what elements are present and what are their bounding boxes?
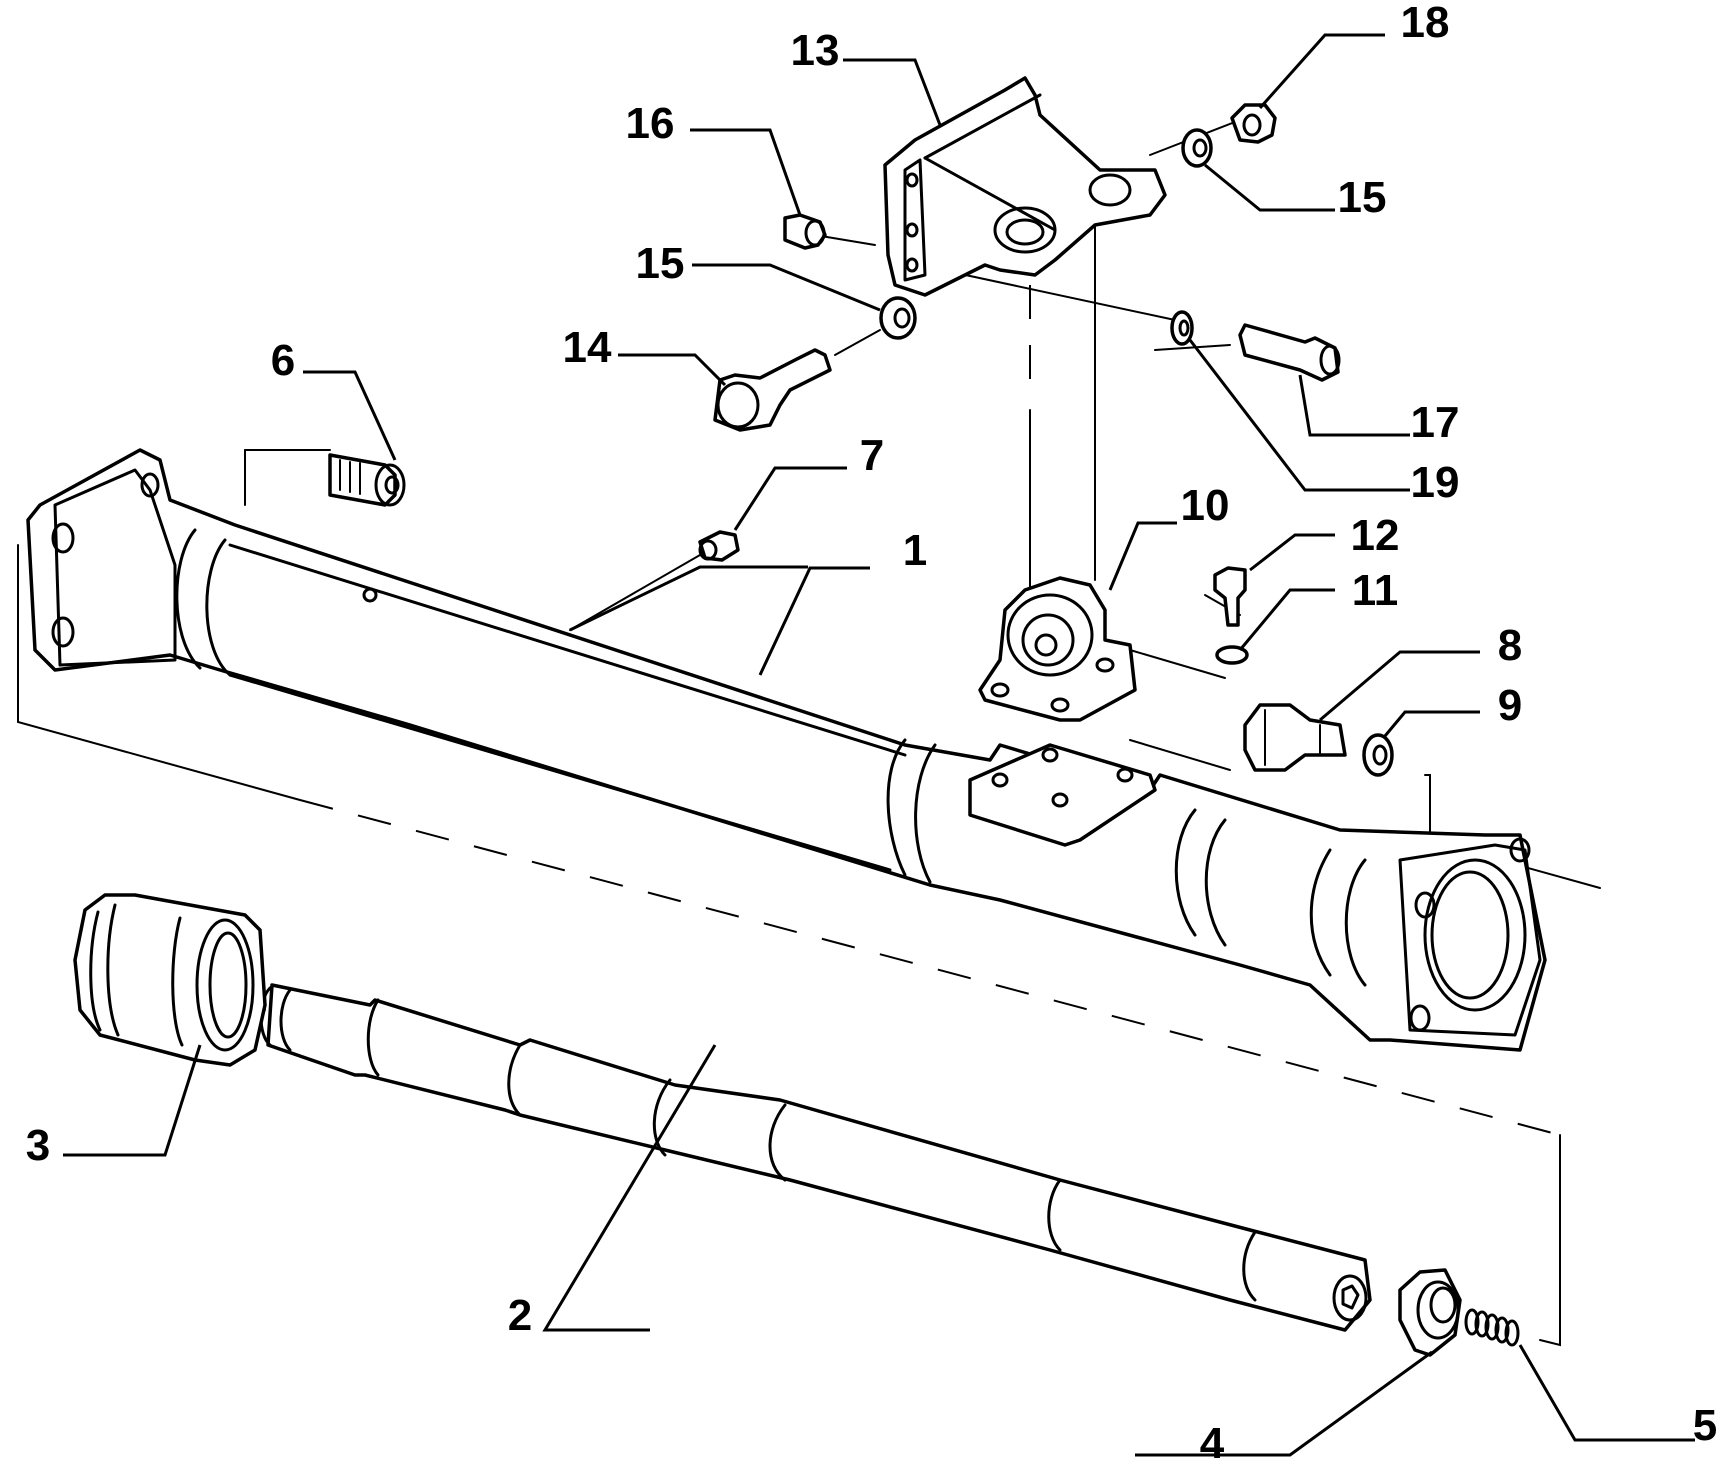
bolt-part-16 (783, 213, 827, 250)
spring-part-5 (1464, 1308, 1520, 1347)
callout-3: 3 (26, 1121, 50, 1170)
nut-part-18 (1230, 103, 1277, 144)
socket-bolt-part-6 (328, 453, 406, 507)
callout-6: 6 (271, 336, 295, 385)
cap-part-4 (1398, 1268, 1462, 1357)
bearing-support-part-10 (978, 576, 1137, 722)
hex-bolt-part-17 (1238, 323, 1341, 382)
washer-part-15b (1181, 128, 1213, 168)
washer-part-9 (1362, 733, 1394, 777)
tube-housing-part-1 (26, 448, 1547, 1052)
callout-7: 7 (860, 431, 884, 480)
callout-16: 16 (626, 99, 675, 148)
bracket-part-13 (883, 76, 1167, 297)
callout-2: 2 (508, 1291, 532, 1340)
bushing-part-3 (73, 893, 267, 1067)
hex-bolt-part-14 (713, 348, 832, 432)
hex-bolt-part-8 (1243, 703, 1347, 772)
bolt-part-12 (1213, 566, 1247, 627)
washer-part-19 (1170, 310, 1194, 346)
leader-lines (63, 33, 1695, 1457)
washer-part-15a (879, 296, 917, 340)
callout-5: 5 (1693, 1401, 1717, 1450)
callout-labels: 1 2 3 4 5 6 7 8 9 10 11 12 13 14 15 15 1… (26, 0, 1717, 1460)
callout-15b: 15 (1338, 173, 1387, 222)
callout-11: 11 (1352, 566, 1399, 615)
washer-part-11 (1215, 645, 1249, 665)
grease-nipple-part-7 (698, 530, 740, 562)
callout-12: 12 (1351, 511, 1400, 560)
callout-8: 8 (1498, 621, 1522, 670)
callout-17: 17 (1411, 398, 1460, 447)
callout-18: 18 (1401, 0, 1450, 47)
callout-4: 4 (1200, 1419, 1225, 1460)
callout-13: 13 (791, 26, 840, 75)
callout-15a: 15 (636, 239, 685, 288)
shaft-part-2 (259, 983, 1372, 1332)
callout-19: 19 (1411, 458, 1460, 507)
callout-14: 14 (563, 323, 612, 372)
callout-10: 10 (1181, 481, 1230, 530)
callout-1: 1 (903, 526, 927, 575)
callout-9: 9 (1498, 681, 1522, 730)
